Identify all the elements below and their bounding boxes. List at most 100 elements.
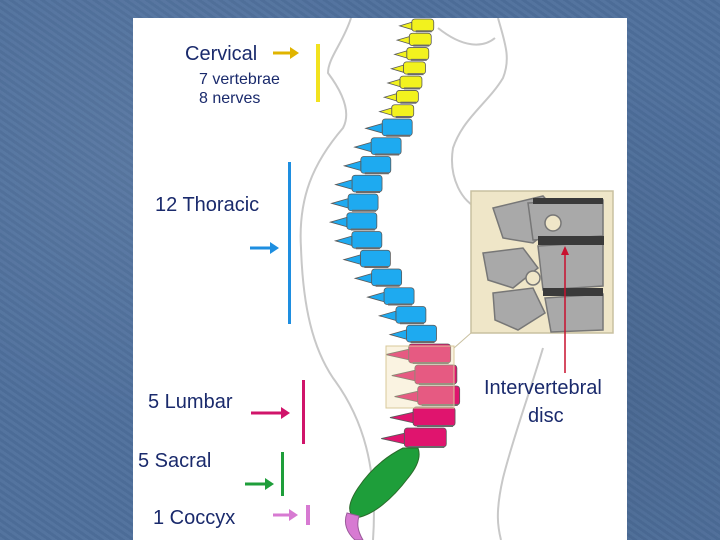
thoracic-arrow bbox=[250, 242, 279, 254]
cervical-vertebrae-label: 7 vertebrae bbox=[199, 71, 280, 88]
thoracic-disc bbox=[375, 284, 400, 287]
coccyx-arrow bbox=[273, 509, 298, 521]
cervical-disc bbox=[403, 87, 420, 90]
thoracic-spinous-process bbox=[364, 123, 383, 134]
thoracic-spinous-process bbox=[353, 141, 372, 153]
thoracic-vertebra bbox=[371, 268, 403, 287]
disc-pointer bbox=[561, 246, 569, 373]
thoracic-vertebra bbox=[346, 212, 378, 230]
lumbar-spinous-process bbox=[389, 411, 414, 424]
sacral-label: 5 Sacral bbox=[138, 450, 212, 472]
lumbar-spinous-process bbox=[391, 369, 416, 382]
inset-disc-dark-3 bbox=[533, 198, 603, 204]
inset-vertebrae bbox=[482, 195, 604, 333]
cervical-spinous-process bbox=[395, 36, 410, 45]
thoracic-vertebra bbox=[395, 306, 427, 324]
disc-inset bbox=[453, 190, 614, 349]
thoracic-vertebra bbox=[359, 249, 391, 268]
lumbar-spinous-process bbox=[394, 390, 419, 403]
thoracic-vertebra bbox=[360, 156, 392, 174]
thoracic-vertebra bbox=[381, 118, 413, 137]
lumbar-disc bbox=[421, 404, 458, 406]
sacrum bbox=[349, 447, 420, 519]
cervical-label: Cervical bbox=[185, 43, 258, 65]
thoracic-disc bbox=[356, 191, 381, 193]
inset-disc-dark-1 bbox=[538, 236, 604, 245]
sacral-arrow bbox=[245, 478, 274, 490]
cervical-vertebra bbox=[408, 32, 432, 46]
coccyx bbox=[344, 512, 364, 540]
thoracic-spinous-process bbox=[377, 310, 397, 322]
body-outline bbox=[299, 18, 375, 540]
thoracic-spinous-process bbox=[328, 216, 348, 228]
thoracic-disc bbox=[399, 322, 424, 325]
lumbar-vertebra bbox=[412, 406, 456, 427]
sacral-bar bbox=[281, 452, 284, 496]
cervical-vertebra bbox=[406, 47, 430, 61]
cervical-spinous-process bbox=[378, 107, 393, 116]
thoracic-disc bbox=[375, 153, 400, 156]
thoracic-disc bbox=[388, 303, 413, 306]
coccyx-bar bbox=[306, 505, 310, 525]
cervical-spinous-process bbox=[386, 78, 401, 88]
neck-outline bbox=[451, 18, 508, 209]
lumbar-disc bbox=[418, 383, 455, 385]
thoracic-spinous-process bbox=[366, 291, 385, 303]
cervical-vertebra bbox=[399, 75, 423, 89]
cervical-bar bbox=[316, 44, 320, 102]
vertebrae-group bbox=[328, 18, 461, 540]
thoracic-spinous-process bbox=[342, 254, 361, 265]
cervical-nerves-label: 8 nerves bbox=[199, 90, 261, 107]
thoracic-spinous-process bbox=[330, 198, 349, 209]
thoracic-disc bbox=[350, 228, 375, 231]
cervical-vertebra bbox=[403, 61, 426, 75]
lumbar-highlight-box bbox=[385, 345, 455, 409]
coccyx-label: 1 Coccyx bbox=[153, 507, 236, 529]
thoracic-disc bbox=[352, 209, 377, 212]
spine-illustration bbox=[245, 18, 614, 540]
thoracic-vertebra bbox=[406, 324, 437, 343]
thoracic-vertebra bbox=[351, 174, 383, 193]
thoracic-disc bbox=[410, 341, 435, 343]
lumbar-disc bbox=[412, 362, 449, 364]
thoracic-vertebra bbox=[383, 287, 415, 305]
lumbar-disc bbox=[417, 425, 454, 427]
cervical-spinous-process bbox=[389, 64, 404, 73]
inset-disc-dark-2 bbox=[543, 288, 603, 296]
jaw-outline bbox=[437, 27, 496, 46]
thoracic-disc bbox=[364, 172, 389, 175]
torso-outline bbox=[496, 347, 544, 540]
lumbar-arrow bbox=[251, 407, 290, 419]
lumbar-bar bbox=[302, 380, 305, 444]
thoracic-spinous-process bbox=[334, 179, 353, 190]
thoracic-spinous-process bbox=[353, 273, 373, 284]
lumbar-label: 5 Lumbar bbox=[148, 391, 233, 413]
lumbar-disc bbox=[408, 446, 445, 448]
thoracic-label: 12 Thoracic bbox=[155, 194, 260, 216]
cervical-disc bbox=[413, 44, 430, 47]
cervical-arrow bbox=[273, 47, 299, 59]
cervical-vertebra bbox=[411, 18, 435, 32]
thoracic-disc bbox=[364, 266, 389, 268]
cervical-disc bbox=[395, 116, 412, 118]
cervical-spinous-process bbox=[393, 50, 408, 59]
thoracic-spinous-process bbox=[342, 160, 362, 172]
spine-diagram-slide: Cervical 7 vertebrae 8 nerves 12 Thoraci… bbox=[133, 18, 627, 540]
disc-label-line2: disc bbox=[528, 405, 564, 427]
thoracic-spinous-process bbox=[388, 329, 407, 340]
thoracic-bar bbox=[288, 162, 291, 324]
thoracic-vertebra bbox=[370, 137, 402, 155]
lumbar-vertebra bbox=[403, 427, 447, 448]
lumbar-spinous-process bbox=[385, 348, 410, 361]
cervical-disc bbox=[410, 58, 427, 61]
disc-label-line1: Intervertebral bbox=[484, 377, 602, 399]
thoracic-vertebra bbox=[351, 231, 383, 249]
cervical-vertebra bbox=[391, 104, 415, 118]
cervical-spinous-process bbox=[398, 21, 413, 30]
lumbar-spinous-process bbox=[381, 432, 405, 445]
cervical-disc bbox=[415, 30, 432, 33]
thoracic-vertebra bbox=[347, 193, 379, 212]
cervical-disc bbox=[407, 73, 424, 76]
thoracic-spinous-process bbox=[333, 235, 353, 247]
cervical-vertebra bbox=[395, 90, 419, 104]
